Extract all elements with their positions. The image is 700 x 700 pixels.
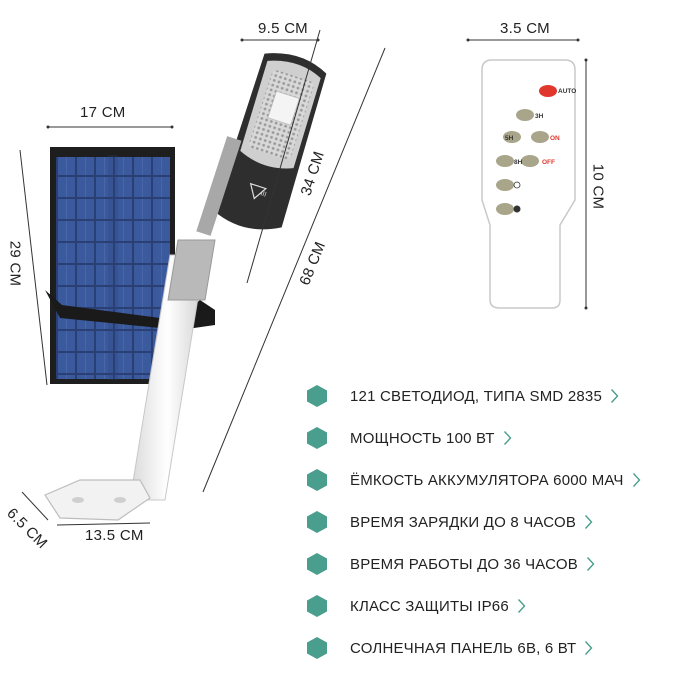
lamp-head	[196, 53, 327, 236]
feature-item: 121 СВЕТОДИОД, ТИПА SMD 2835	[306, 383, 619, 409]
feature-text: СОЛНЕЧНАЯ ПАНЕЛЬ 6В, 6 ВТ	[350, 639, 577, 657]
feature-item: СОЛНЕЧНАЯ ПАНЕЛЬ 6В, 6 ВТ	[306, 635, 593, 661]
dimension-lines	[19, 29, 587, 526]
remote-label-5h: 5H	[505, 135, 514, 142]
remote-label-off: OFF	[542, 159, 555, 166]
hexagon-bullet-icon	[307, 385, 327, 407]
dimension-ticks	[46, 38, 588, 310]
dim-panel-height: 29 СМ	[6, 240, 24, 287]
feature-text: 121 СВЕТОДИОД, ТИПА SMD 2835	[350, 387, 603, 405]
chevron-right-icon	[585, 641, 593, 655]
remote-label-auto: AUTO	[558, 88, 576, 95]
dim-base-width: 13.5 СМ	[85, 527, 144, 544]
hexagon-bullet-icon	[307, 469, 327, 491]
chevron-right-icon	[503, 431, 512, 445]
chevron-right-icon	[632, 473, 641, 487]
remote-label-on: ON	[550, 135, 560, 142]
hexagon-bullet-icon	[307, 427, 327, 449]
dim-lamp-width: 9.5 СМ	[258, 20, 308, 37]
hexagon-bullet-icon	[307, 637, 327, 659]
remote-label-3h: 3H	[535, 113, 544, 120]
remote-control	[481, 59, 576, 309]
lamp-logo-text: III	[259, 190, 267, 198]
hexagon-bullet-icon	[307, 511, 327, 533]
chevron-right-icon	[517, 599, 526, 613]
feature-text: КЛАСС ЗАЩИТЫ IP66	[350, 597, 509, 615]
remote-labels: AUTO 3H 5H ON 8H OFF	[505, 88, 576, 166]
dim-panel-width: 17 СМ	[80, 104, 126, 121]
dim-remote-height: 10 СМ	[589, 163, 607, 210]
hexagon-bullet-icon	[307, 595, 327, 617]
feature-item: МОЩНОСТЬ 100 ВТ	[306, 425, 512, 451]
feature-text: ЁМКОСТЬ АККУМУЛЯТОРА 6000 МАЧ	[350, 471, 624, 489]
feature-text: МОЩНОСТЬ 100 ВТ	[350, 429, 495, 447]
remote-label-8h: 8H	[514, 159, 523, 166]
feature-item: ВРЕМЯ ЗАРЯДКИ ДО 8 ЧАСОВ	[306, 509, 593, 535]
lamp-pole	[44, 239, 216, 521]
chevron-right-icon	[585, 515, 593, 529]
feature-text: ВРЕМЯ ЗАРЯДКИ ДО 8 ЧАСОВ	[350, 513, 577, 531]
solar-panel	[45, 147, 215, 384]
feature-item: КЛАСС ЗАЩИТЫ IP66	[306, 593, 526, 619]
hexagon-bullet-icon	[307, 553, 327, 575]
feature-text: ВРЕМЯ РАБОТЫ ДО 36 ЧАСОВ	[350, 555, 578, 573]
dim-remote-width: 3.5 СМ	[500, 20, 550, 37]
feature-item: ВРЕМЯ РАБОТЫ ДО 36 ЧАСОВ	[306, 551, 595, 577]
feature-item: ЁМКОСТЬ АККУМУЛЯТОРА 6000 МАЧ	[306, 467, 641, 493]
chevron-right-icon	[611, 389, 619, 403]
chevron-right-icon	[586, 557, 595, 571]
